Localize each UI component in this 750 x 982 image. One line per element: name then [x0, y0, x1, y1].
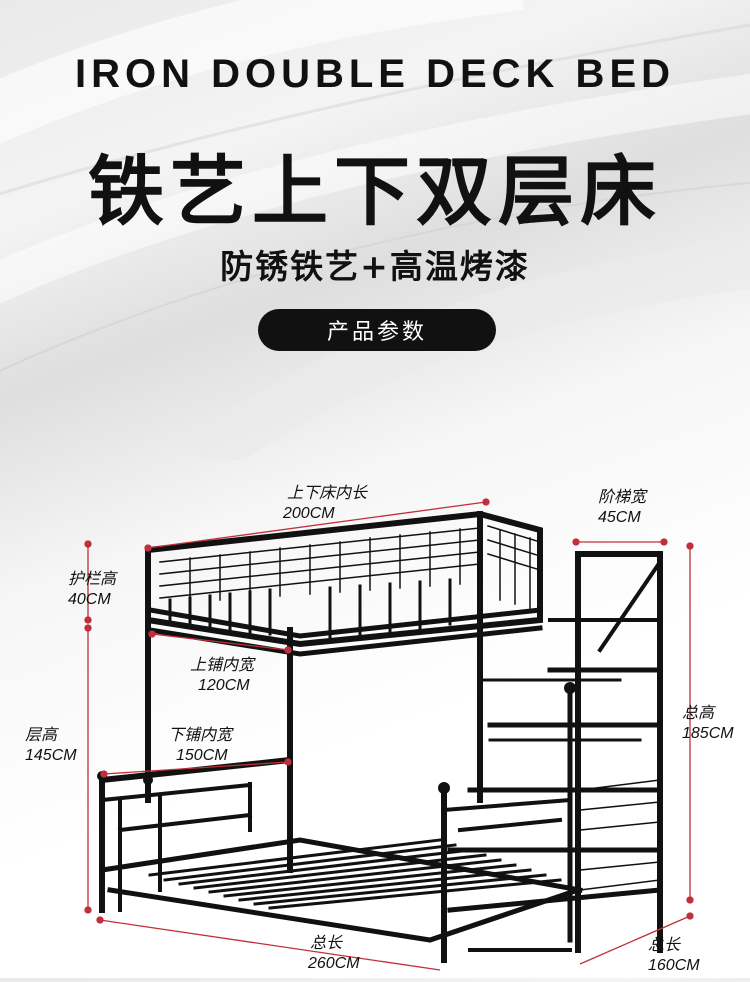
total-length-label: 总长 260CM	[308, 935, 360, 972]
bed-diagram: 上下床内长 200CM 阶梯宽 45CM 护栏高 40CM 上铺内宽 120CM…	[0, 470, 750, 978]
title-chinese: 铁艺上下双层床	[88, 147, 662, 236]
upper-inner-width-label: 上铺内宽 120CM	[190, 657, 255, 694]
product-params-button[interactable]: 产品参数	[258, 309, 496, 351]
guardrail-height-label: 护栏高 40CM	[68, 571, 117, 608]
subtitle: 防锈铁艺+高温烤漆	[220, 247, 530, 286]
inner-length-label: 上下床内长 200CM	[283, 485, 368, 522]
total-height-label: 总高 185CM	[682, 705, 734, 742]
title-english: IRON DOUBLE DECK BED	[74, 52, 676, 96]
total-width-label: 总长 160CM	[648, 937, 700, 974]
ladder-width-label: 阶梯宽 45CM	[598, 489, 647, 526]
floor-height-label: 层高 145CM	[25, 727, 77, 764]
lower-inner-width-label: 下铺内宽 150CM	[168, 727, 233, 764]
bed-illustration	[84, 498, 694, 971]
